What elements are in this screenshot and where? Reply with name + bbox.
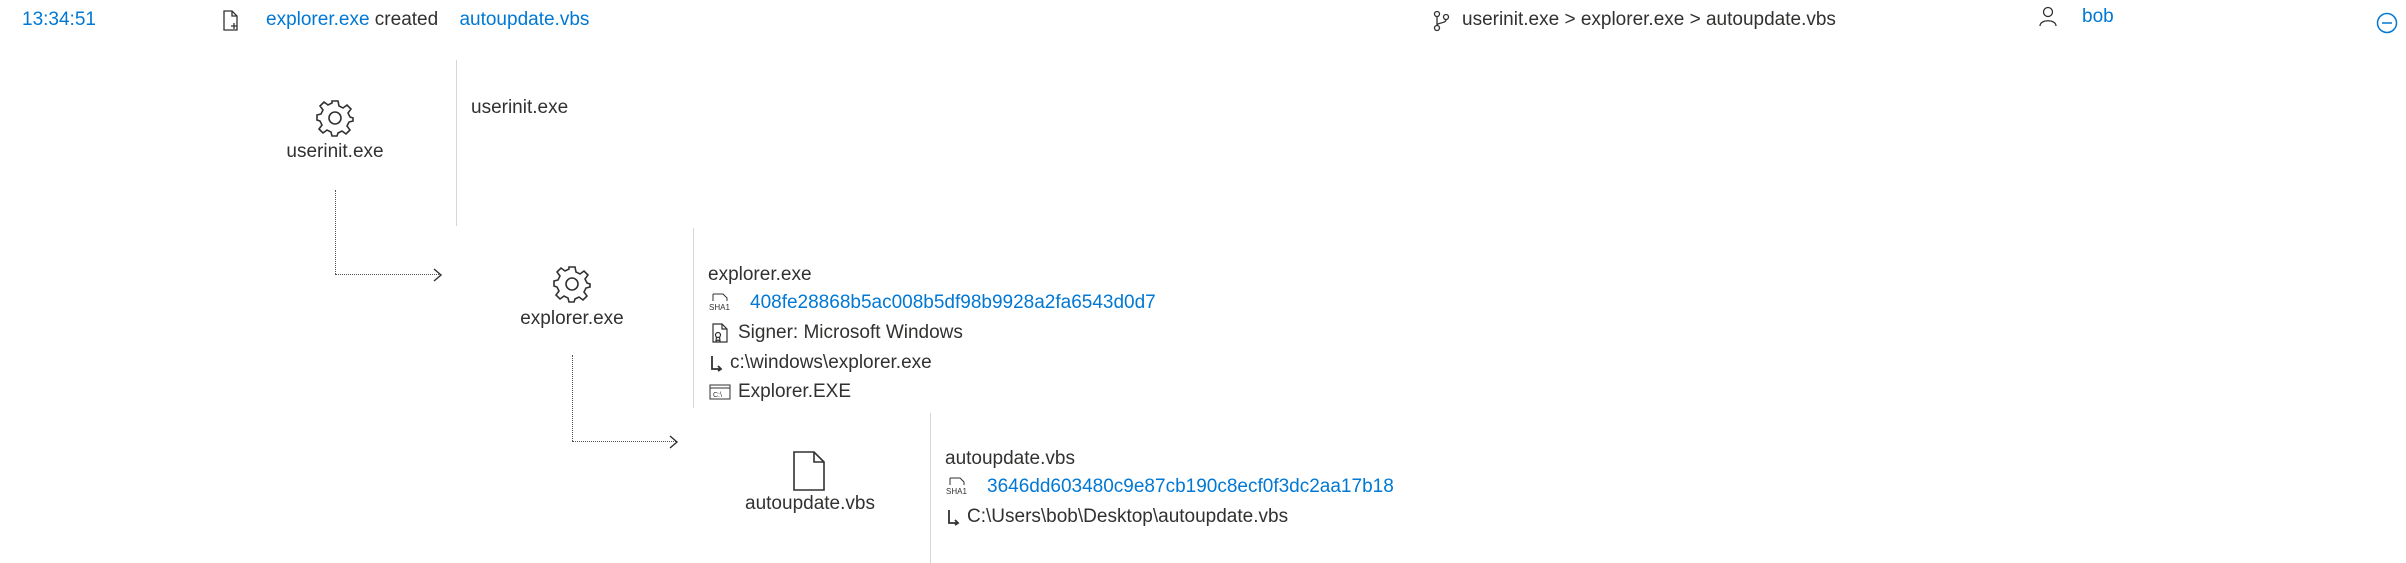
node-userinit-title: userinit.exe: [471, 97, 569, 118]
autoupdate-path-row: C:\Users\bob\Desktop\autoupdate.vbs: [945, 505, 1288, 529]
node-explorer-title: explorer.exe: [708, 264, 812, 285]
node-userinit-label[interactable]: userinit.exe: [286, 141, 384, 162]
autoupdate-sha1-link[interactable]: 3646dd603480c9e87cb190c8ecf0f3dc2aa17b18: [987, 476, 1394, 497]
autoupdate-path: C:\Users\bob\Desktop\autoupdate.vbs: [967, 506, 1289, 527]
autoupdate-sha1-row: SHA1 3646dd603480c9e87cb190c8ecf0f3dc2aa…: [945, 475, 1394, 499]
explorer-signer-row: Signer: Microsoft Windows: [708, 321, 963, 345]
sha1-icon: SHA1: [945, 476, 969, 498]
svg-text:SHA1: SHA1: [946, 487, 967, 496]
process-tree-path: userinit.exe > explorer.exe > autoupdate…: [1462, 9, 1836, 30]
explorer-signer: Signer: Microsoft Windows: [738, 322, 963, 343]
tree-connector: [572, 355, 573, 441]
svg-text:C:\: C:\: [713, 392, 722, 399]
explorer-command-row: C:\ Explorer.EXE: [708, 380, 851, 404]
node-autoupdate-label[interactable]: autoupdate.vbs: [745, 493, 875, 514]
divider: [456, 60, 457, 226]
arrow-icon: [432, 267, 444, 288]
user-link[interactable]: bob: [2082, 6, 2114, 27]
path-icon: [708, 352, 724, 374]
tree-connector: [572, 441, 676, 442]
event-process-link[interactable]: explorer.exe: [266, 9, 370, 30]
explorer-sha1-row: SHA1 408fe28868b5ac008b5df98b9928a2fa654…: [708, 291, 1156, 315]
explorer-command: Explorer.EXE: [738, 381, 851, 402]
explorer-sha1-link[interactable]: 408fe28868b5ac008b5df98b9928a2fa6543d0d7: [750, 292, 1156, 313]
branch-icon: [1432, 10, 1450, 32]
document-icon: [792, 451, 826, 491]
tree-connector: [335, 190, 336, 274]
node-autoupdate-title: autoupdate.vbs: [945, 448, 1075, 469]
svg-text:SHA1: SHA1: [709, 303, 730, 312]
divider: [930, 413, 931, 563]
user-icon: [2038, 6, 2058, 28]
tree-connector: [335, 274, 439, 275]
event-action: created: [374, 9, 439, 30]
gear-icon: [553, 265, 591, 303]
explorer-path: c:\windows\explorer.exe: [730, 352, 932, 373]
command-line-icon: C:\: [708, 381, 732, 403]
collapse-minus-icon[interactable]: [2376, 12, 2398, 34]
event-description: explorer.exe created autoupdate.vbs: [266, 8, 589, 32]
node-explorer-label[interactable]: explorer.exe: [520, 308, 624, 329]
certificate-icon: [708, 322, 732, 344]
gear-icon: [316, 99, 354, 137]
event-target-link[interactable]: autoupdate.vbs: [459, 9, 590, 30]
file-created-icon: [222, 10, 240, 32]
sha1-icon: SHA1: [708, 292, 732, 314]
explorer-path-row: c:\windows\explorer.exe: [708, 351, 932, 375]
event-time[interactable]: 13:34:51: [22, 9, 96, 30]
arrow-icon: [668, 434, 680, 455]
divider: [693, 228, 694, 408]
path-icon: [945, 506, 961, 528]
